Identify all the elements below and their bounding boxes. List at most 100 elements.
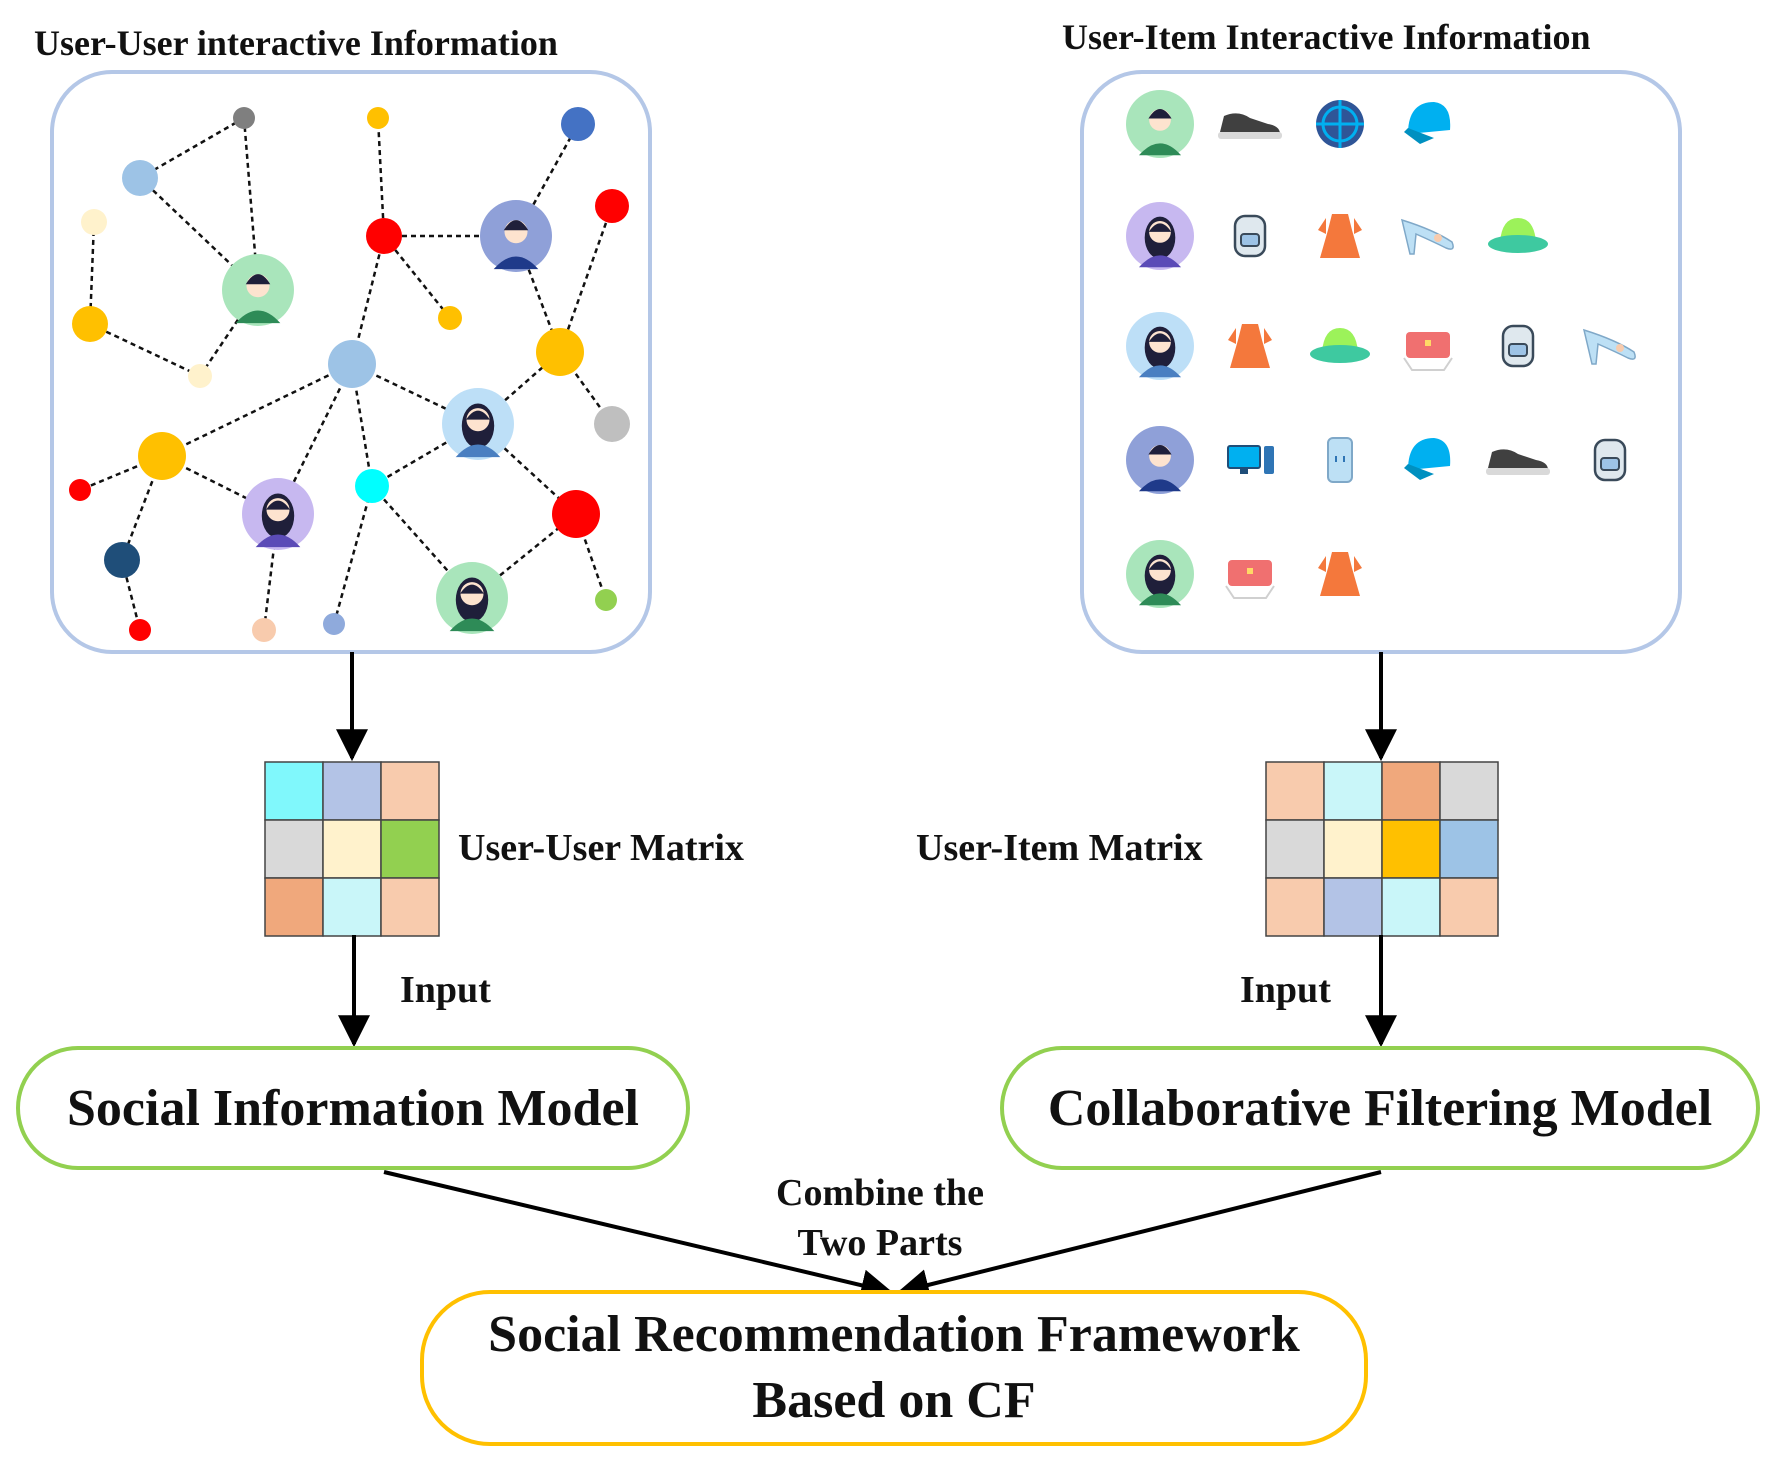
high-heel-icon (1582, 328, 1636, 365)
collaborative-filtering-model-label: Collaborative Filtering Model (1047, 1079, 1713, 1137)
social-graph-nodes (69, 107, 630, 642)
graph-node (81, 209, 107, 235)
dress-icon (1318, 552, 1362, 596)
ui-matrix-cell (1323, 761, 1383, 821)
graph-node (188, 364, 212, 388)
graph-edge (558, 205, 614, 353)
user-item-title: User-Item Interactive Information (1062, 17, 1591, 57)
combine-label-line1: Combine the (776, 1172, 984, 1214)
hat-icon (1310, 328, 1370, 363)
ui-matrix-cell (1439, 877, 1499, 937)
user-woman-green-icon (436, 562, 508, 634)
uu-matrix-cell (380, 819, 440, 879)
graph-edge (262, 513, 280, 631)
graph-node (233, 107, 255, 129)
computer-icon (1227, 445, 1274, 474)
ui-matrix-cell (1323, 819, 1383, 879)
graph-node (366, 218, 402, 254)
left-input-label: Input (400, 969, 491, 1011)
backpack-icon (1593, 438, 1627, 482)
graph-node (595, 589, 617, 611)
phone-icon (1327, 437, 1353, 483)
user-item-matrix (1265, 761, 1499, 937)
graph-edge (242, 117, 260, 291)
uu-matrix-cell (322, 761, 382, 821)
combine-label: Combine the Two Parts (776, 1168, 984, 1268)
graph-edge (371, 485, 473, 599)
graph-edge (161, 362, 353, 458)
user-item-matrix-label: User-Item Matrix (916, 827, 1203, 869)
uu-matrix-cell (322, 877, 382, 937)
graph-edge (79, 454, 163, 492)
ui-matrix-cell (1265, 761, 1325, 821)
ui-matrix-cell (1381, 877, 1441, 937)
arrow-cf-to-framework (896, 1170, 1382, 1301)
user-user-matrix-label: User-User Matrix (458, 827, 744, 869)
combine-label-line2: Two Parts (797, 1222, 963, 1264)
dress-icon (1228, 324, 1272, 368)
user-man-blue-icon (1126, 426, 1194, 494)
framework-line1: Social Recommendation Framework (488, 1306, 1300, 1363)
uu-matrix-cell (264, 761, 324, 821)
user-user-title: User-User interactive Information (34, 23, 558, 63)
social-information-model-label: Social Information Model (67, 1079, 639, 1137)
uu-matrix-cell (264, 819, 324, 879)
handbag-icon (1225, 560, 1275, 599)
graph-node (323, 613, 345, 635)
user-man-green-icon (222, 254, 294, 326)
uu-matrix-cell (380, 761, 440, 821)
sneaker-icon (1486, 449, 1550, 475)
graph-node (561, 107, 595, 141)
graph-node (438, 306, 462, 330)
graph-node (328, 340, 376, 388)
user-man-green-icon (1126, 90, 1194, 158)
graph-node (138, 432, 186, 480)
cap-icon (1404, 438, 1451, 480)
user-woman-purple-icon (1126, 202, 1194, 270)
graph-node (129, 619, 151, 641)
graph-edge (139, 116, 245, 180)
framework-line2: Based on CF (752, 1372, 1036, 1429)
graph-node (69, 479, 91, 501)
ui-matrix-cell (1265, 819, 1325, 879)
graph-edge (89, 322, 201, 378)
ui-matrix-cell (1323, 877, 1383, 937)
user-user-matrix (264, 761, 440, 937)
arrow-social-to-framework (383, 1170, 894, 1301)
graph-node (595, 189, 629, 223)
user-item-rows (1126, 90, 1636, 608)
graph-node (367, 107, 389, 129)
ui-matrix-cell (1381, 761, 1441, 821)
user-man-blue-icon (480, 200, 552, 272)
graph-edge (574, 513, 608, 601)
social-information-model: Social Information Model (16, 1046, 690, 1170)
hat-icon (1488, 218, 1548, 253)
graph-node (355, 469, 389, 503)
ball-icon (1316, 100, 1364, 148)
social-recommendation-framework: Social Recommendation Framework Based on… (420, 1290, 1368, 1446)
graph-edge (376, 117, 386, 237)
ui-matrix-cell (1439, 819, 1499, 879)
collaborative-filtering-model: Collaborative Filtering Model (1000, 1046, 1760, 1170)
backpack-icon (1501, 324, 1535, 368)
ui-matrix-cell (1439, 761, 1499, 821)
graph-node (104, 542, 140, 578)
user-girl-blue-icon (1126, 312, 1194, 380)
ui-matrix-cell (1265, 877, 1325, 937)
ui-matrix-cell (1381, 819, 1441, 879)
graph-node (72, 306, 108, 342)
graph-node (536, 328, 584, 376)
right-input-label: Input (1240, 969, 1331, 1011)
sneaker-icon (1218, 113, 1282, 139)
graph-node (552, 490, 600, 538)
graph-node (594, 406, 630, 442)
user-woman-purple-icon (242, 478, 314, 550)
handbag-icon (1403, 332, 1453, 371)
graph-node (252, 618, 276, 642)
cap-icon (1404, 102, 1451, 144)
graph-node (122, 160, 158, 196)
graph-edge (332, 485, 374, 625)
high-heel-icon (1400, 218, 1454, 255)
uu-matrix-cell (322, 819, 382, 879)
